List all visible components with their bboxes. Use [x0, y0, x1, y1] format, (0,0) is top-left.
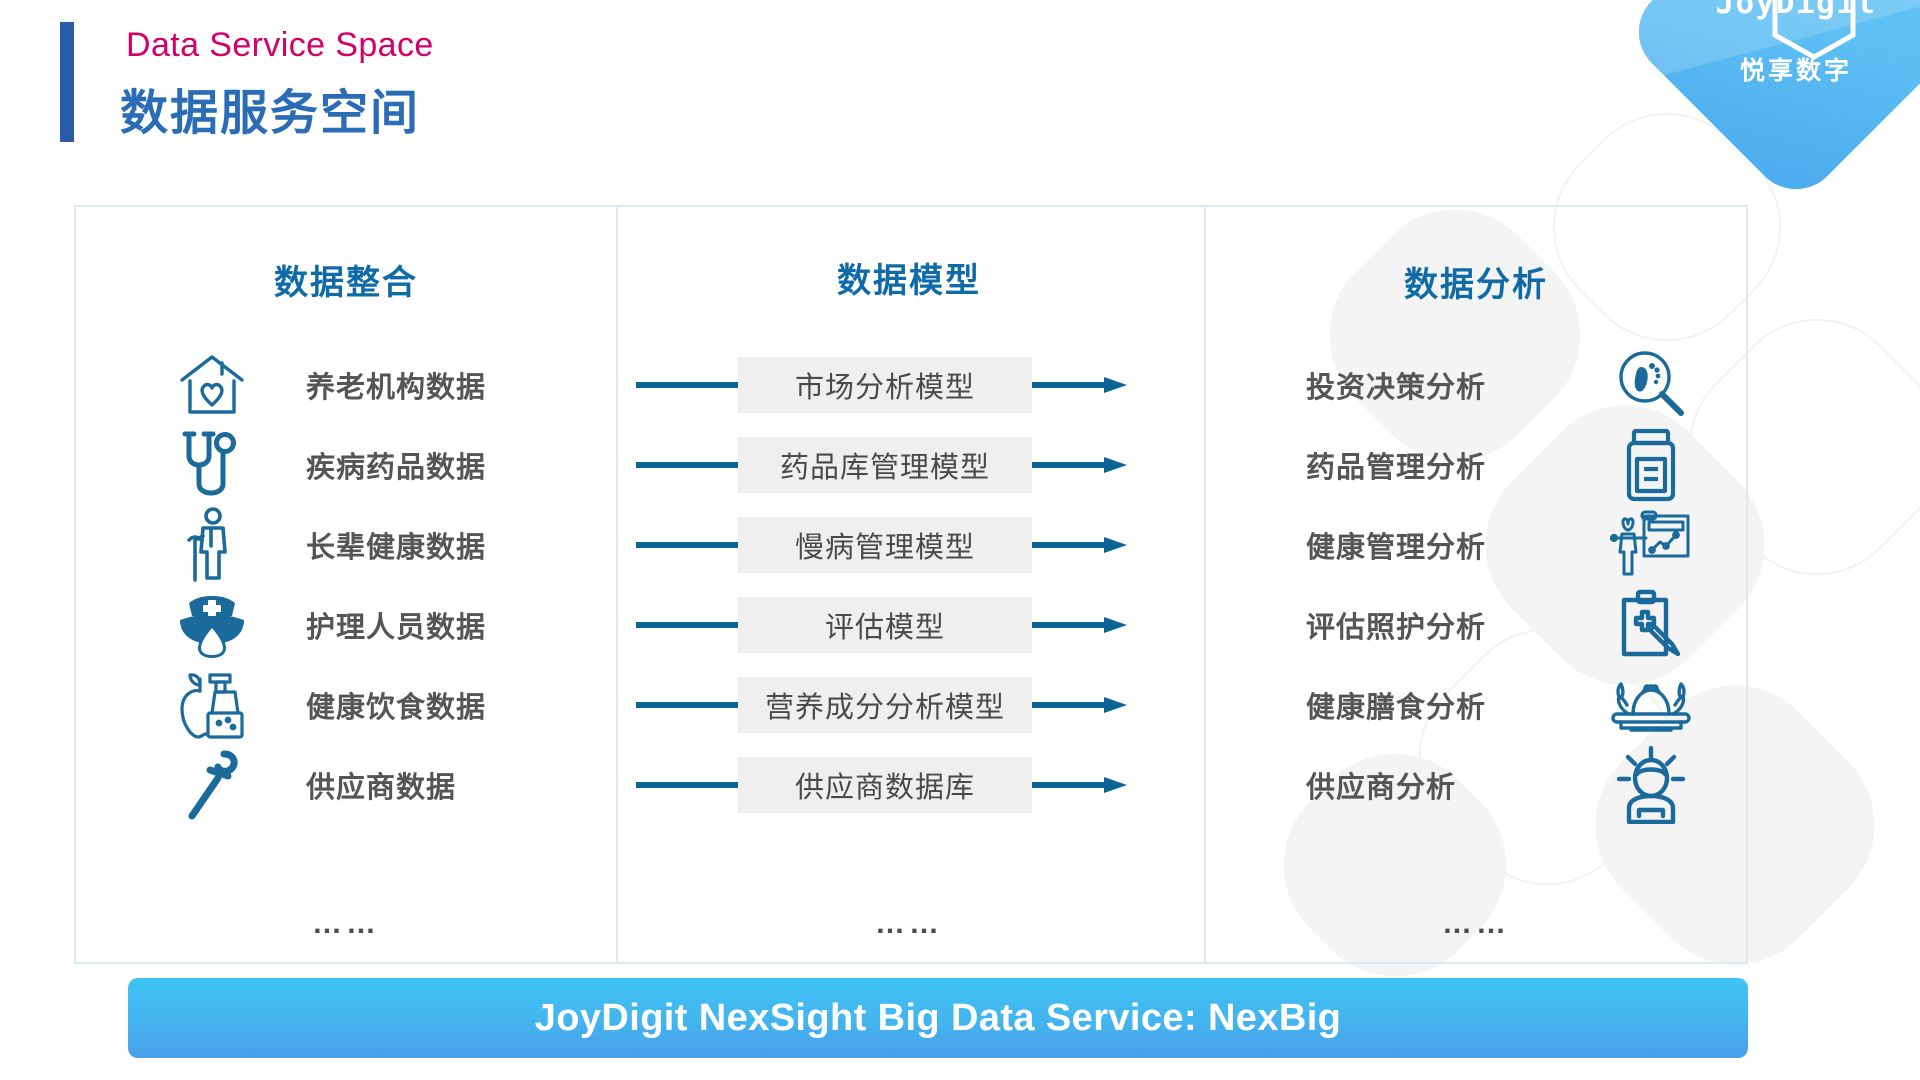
panel-mid-title: 数据模型 — [837, 262, 981, 300]
person-idea-icon — [1596, 746, 1706, 824]
mid-more-dots: …… — [875, 907, 943, 940]
model-label: 市场分析模型 — [794, 372, 975, 404]
model-row[interactable]: 供应商数据库 — [614, 737, 1204, 833]
list-item-label: 药品管理分析 — [1306, 452, 1487, 484]
presenter-chart-icon — [1596, 508, 1706, 582]
list-item[interactable]: 供应商数据 — [76, 737, 616, 833]
list-item[interactable]: 健康饮食数据 — [76, 657, 616, 753]
list-item[interactable]: 投资决策分析 — [1206, 337, 1746, 433]
connector-line — [636, 462, 738, 468]
list-item[interactable]: 评估照护分析 — [1206, 577, 1746, 673]
model-row[interactable]: 药品库管理模型 — [614, 417, 1204, 513]
footprint-magnifier-icon — [1596, 349, 1706, 421]
model-box: 慢病管理模型 — [738, 517, 1032, 573]
model-label: 营养成分分析模型 — [764, 692, 1005, 724]
list-item[interactable]: 药品管理分析 — [1206, 417, 1746, 513]
arrow-right-icon — [1032, 375, 1127, 395]
model-row[interactable]: 营养成分分析模型 — [614, 657, 1204, 753]
joydigit-logo: JoyDigit 悦享数字 — [1620, 0, 1920, 208]
list-item[interactable]: 健康管理分析 — [1206, 497, 1746, 593]
panel-data-integration: 数据整合 养老机构数据 — [74, 205, 618, 964]
nurse-icon — [152, 592, 272, 658]
model-row[interactable]: 慢病管理模型 — [614, 497, 1204, 593]
panel-data-model: 数据模型 市场分析模型 药品库管理模型 慢 — [614, 205, 1204, 964]
logo-hexagon-icon — [1772, 0, 1856, 60]
list-item-label: 健康管理分析 — [1306, 532, 1487, 564]
clipboard-pen-icon — [1596, 588, 1706, 662]
food-platter-icon — [1596, 674, 1706, 736]
logo-subtitle: 悦享数字 — [1739, 57, 1852, 85]
connector-line — [636, 702, 738, 708]
list-item-label: 供应商数据 — [306, 772, 457, 804]
page-title: 数据服务空间 — [120, 87, 421, 140]
list-item-label: 供应商分析 — [1306, 772, 1457, 804]
list-item-label: 评估照护分析 — [1306, 612, 1487, 644]
page-subtitle-en: Data Service Space — [126, 26, 434, 64]
model-label: 评估模型 — [824, 612, 945, 644]
wrench-icon — [152, 748, 272, 822]
list-item[interactable]: 供应商分析 — [1206, 737, 1746, 833]
right-more-dots: …… — [1442, 907, 1510, 940]
banner-text: JoyDigit NexSight Big Data Service: NexB… — [534, 996, 1342, 1039]
list-item-label: 投资决策分析 — [1306, 372, 1487, 404]
model-box: 药品库管理模型 — [738, 437, 1032, 493]
model-label: 药品库管理模型 — [779, 452, 990, 484]
list-item-label: 养老机构数据 — [306, 372, 487, 404]
list-item[interactable]: 养老机构数据 — [76, 337, 616, 433]
model-box: 评估模型 — [738, 597, 1032, 653]
house-heart-icon — [152, 350, 272, 420]
model-label: 慢病管理模型 — [794, 532, 975, 564]
list-item[interactable]: 长辈健康数据 — [76, 497, 616, 593]
connector-line — [636, 542, 738, 548]
model-box: 市场分析模型 — [738, 357, 1032, 413]
bottom-banner: JoyDigit NexSight Big Data Service: NexB… — [128, 978, 1748, 1058]
connector-line — [636, 622, 738, 628]
list-item-label: 疾病药品数据 — [306, 452, 487, 484]
connector-line — [636, 382, 738, 388]
elderly-person-cane-icon — [152, 506, 272, 584]
list-item-label: 长辈健康数据 — [306, 532, 487, 564]
list-item-label: 护理人员数据 — [306, 612, 487, 644]
list-item[interactable]: 护理人员数据 — [76, 577, 616, 673]
left-more-dots: …… — [312, 907, 380, 940]
list-item-label: 健康饮食数据 — [306, 692, 487, 724]
logo-wordmark: JoyDigit — [1715, 0, 1877, 21]
stethoscope-icon — [152, 428, 272, 502]
arrow-right-icon — [1032, 695, 1127, 715]
arrow-right-icon — [1032, 455, 1127, 475]
panel-right-title: 数据分析 — [1404, 266, 1548, 304]
model-box: 营养成分分析模型 — [738, 677, 1032, 733]
model-row[interactable]: 评估模型 — [614, 577, 1204, 673]
connector-line — [636, 782, 738, 788]
model-row[interactable]: 市场分析模型 — [614, 337, 1204, 433]
list-item[interactable]: 健康膳食分析 — [1206, 657, 1746, 753]
model-box: 供应商数据库 — [738, 757, 1032, 813]
list-item[interactable]: 疾病药品数据 — [76, 417, 616, 513]
model-label: 供应商数据库 — [794, 772, 975, 804]
header-accent-bar — [60, 22, 74, 142]
arrow-right-icon — [1032, 535, 1127, 555]
apple-blender-icon — [152, 669, 272, 741]
page-header: Data Service Space 数据服务空间 — [0, 0, 1100, 160]
panel-left-title: 数据整合 — [274, 264, 418, 302]
medicine-bottle-icon — [1596, 427, 1706, 503]
list-item-label: 健康膳食分析 — [1306, 692, 1487, 724]
panel-data-analysis: 数据分析 投资决策分析 药品管理分析 — [1204, 205, 1748, 964]
arrow-right-icon — [1032, 775, 1127, 795]
arrow-right-icon — [1032, 615, 1127, 635]
